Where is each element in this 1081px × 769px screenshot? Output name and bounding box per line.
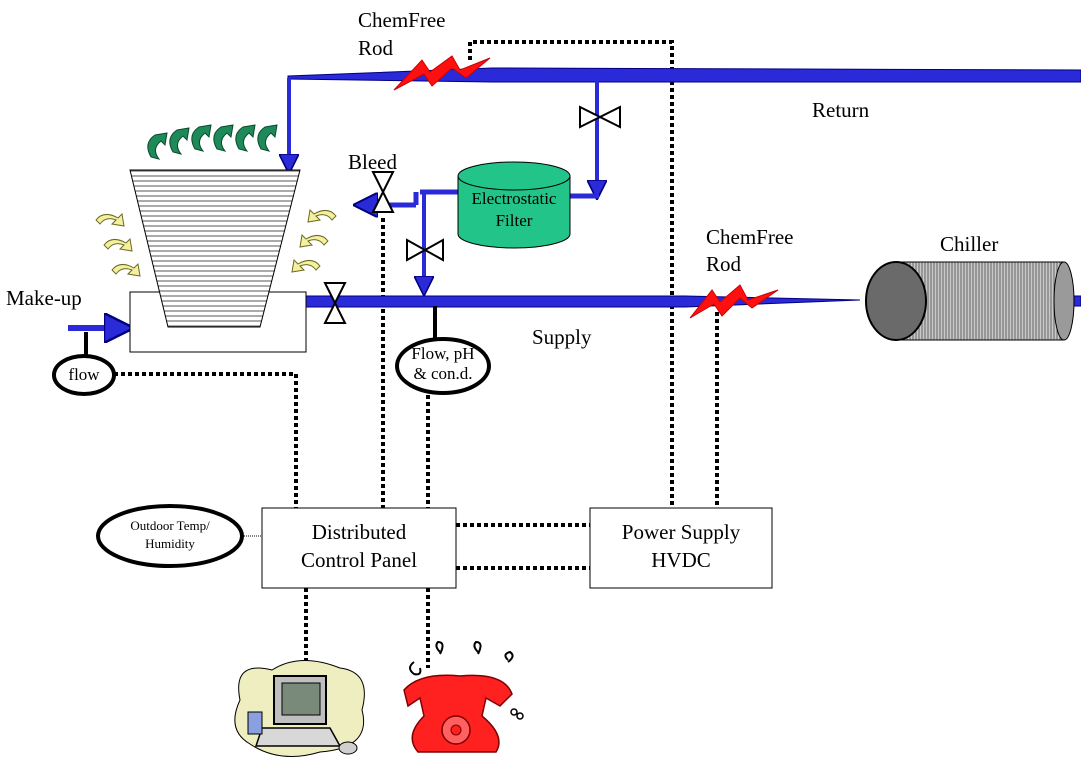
vapor-icon <box>147 132 168 160</box>
ringing-phone-icon <box>403 640 524 753</box>
vapor-icons <box>147 124 278 160</box>
airflow-icons <box>95 208 337 277</box>
flow-ph-sensor-label: Flow, pH & con.d. <box>411 344 475 383</box>
control-panel-box <box>261 507 457 589</box>
bleed-label: Bleed <box>348 150 397 174</box>
airflow-icon <box>95 212 125 227</box>
supply-pipe <box>293 295 861 308</box>
control-lines <box>114 40 719 668</box>
valves <box>323 105 621 324</box>
tower-fill <box>129 169 301 328</box>
chemfree-rod-top-label: ChemFree Rod <box>358 8 446 60</box>
vapor-icon <box>191 124 212 152</box>
control-panel-label: Distributed Control Panel <box>300 520 418 572</box>
chiller-label: Chiller <box>940 232 999 256</box>
vapor-icon <box>213 124 234 152</box>
return-valve <box>579 105 621 129</box>
power-supply-label: Power Supply HVDC <box>621 520 741 572</box>
makeup-label: Make-up <box>6 286 82 310</box>
outdoor-sensor <box>96 504 244 568</box>
control-line-rod-top <box>468 40 674 508</box>
flow-sensor <box>52 354 116 396</box>
flow-sensor-label: flow <box>68 365 100 384</box>
return-label: Return <box>812 98 870 122</box>
power-supply-box <box>589 507 773 589</box>
cooling-tower <box>129 169 307 353</box>
electrostatic-filter-label: Electrostatic Filter <box>471 189 557 230</box>
vapor-icon <box>169 127 190 155</box>
airflow-icon <box>291 258 321 273</box>
vapor-icon <box>257 124 278 152</box>
supply-valve <box>323 282 347 324</box>
filter-drop-valve <box>406 238 444 262</box>
flow-ph-sensor <box>395 337 491 395</box>
electrostatic-filter <box>457 161 571 249</box>
chemfree-rod-top <box>393 55 491 91</box>
computer-icon <box>234 659 365 757</box>
outdoor-sensor-label: Outdoor Temp/ Humidity <box>130 518 210 551</box>
airflow-icon <box>307 208 337 223</box>
control-line-flow <box>114 372 298 508</box>
airflow-icon <box>111 262 141 277</box>
supply-label: Supply <box>532 325 592 349</box>
bleed-valve <box>371 171 395 213</box>
vapor-icon <box>235 124 256 152</box>
airflow-icon <box>299 233 329 248</box>
airflow-icon <box>103 237 133 252</box>
chemfree-rod-supply <box>689 284 779 319</box>
chemfree-rod-supply-label: ChemFree Rod <box>706 225 794 276</box>
chiller <box>865 261 1075 341</box>
